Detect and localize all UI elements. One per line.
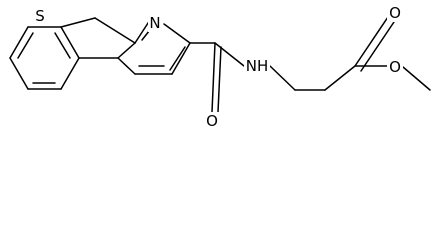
bond-line-31 bbox=[402, 66, 431, 91]
bond-line-0 bbox=[9, 26, 29, 59]
atom-O-ester: O bbox=[387, 58, 403, 76]
bond-line-9 bbox=[60, 17, 96, 28]
atom-label-O-carbonyl: O bbox=[206, 112, 218, 130]
bond-line-19 bbox=[169, 46, 186, 71]
bond-line-6 bbox=[17, 32, 34, 59]
atom-label-group: S N NH O O O bbox=[33, 4, 403, 130]
atom-label-N-ring: N bbox=[149, 14, 160, 32]
atom-NH-amide: NH bbox=[244, 57, 270, 75]
bond-line-30 bbox=[360, 18, 397, 72]
bond-line-13 bbox=[134, 19, 151, 44]
atom-label-NH: NH bbox=[246, 57, 269, 75]
bond-line-7 bbox=[54, 32, 71, 59]
bond-line-23 bbox=[211, 42, 216, 113]
bond-line-14 bbox=[163, 23, 191, 44]
bond-line-15 bbox=[171, 42, 191, 75]
bond-line-5 bbox=[9, 57, 29, 90]
bond-line-11 bbox=[94, 17, 136, 44]
bond-line-2 bbox=[60, 26, 80, 59]
atom-S1: S bbox=[33, 7, 47, 25]
atom-label-S: S bbox=[35, 7, 45, 25]
molecule-structure-diagram: S N NH O O O bbox=[9, 4, 431, 130]
bond-line-29 bbox=[354, 13, 391, 67]
bond-line-25 bbox=[269, 65, 296, 91]
bond-line-27 bbox=[324, 65, 356, 91]
atom-N-ring: N bbox=[148, 14, 162, 32]
bond-line-22 bbox=[214, 42, 245, 67]
bond-line-3 bbox=[60, 57, 80, 90]
bond-line-17 bbox=[117, 57, 136, 75]
atom-label-O-ester-carbonyl: O bbox=[389, 4, 401, 22]
bond-line-24 bbox=[217, 46, 222, 113]
atom-O-ester-carbonyl: O bbox=[387, 4, 403, 22]
atom-O-carbonyl: O bbox=[204, 112, 220, 130]
atom-label-O-ester: O bbox=[389, 58, 401, 76]
bond-group bbox=[9, 13, 431, 113]
bond-line-12 bbox=[117, 42, 136, 59]
